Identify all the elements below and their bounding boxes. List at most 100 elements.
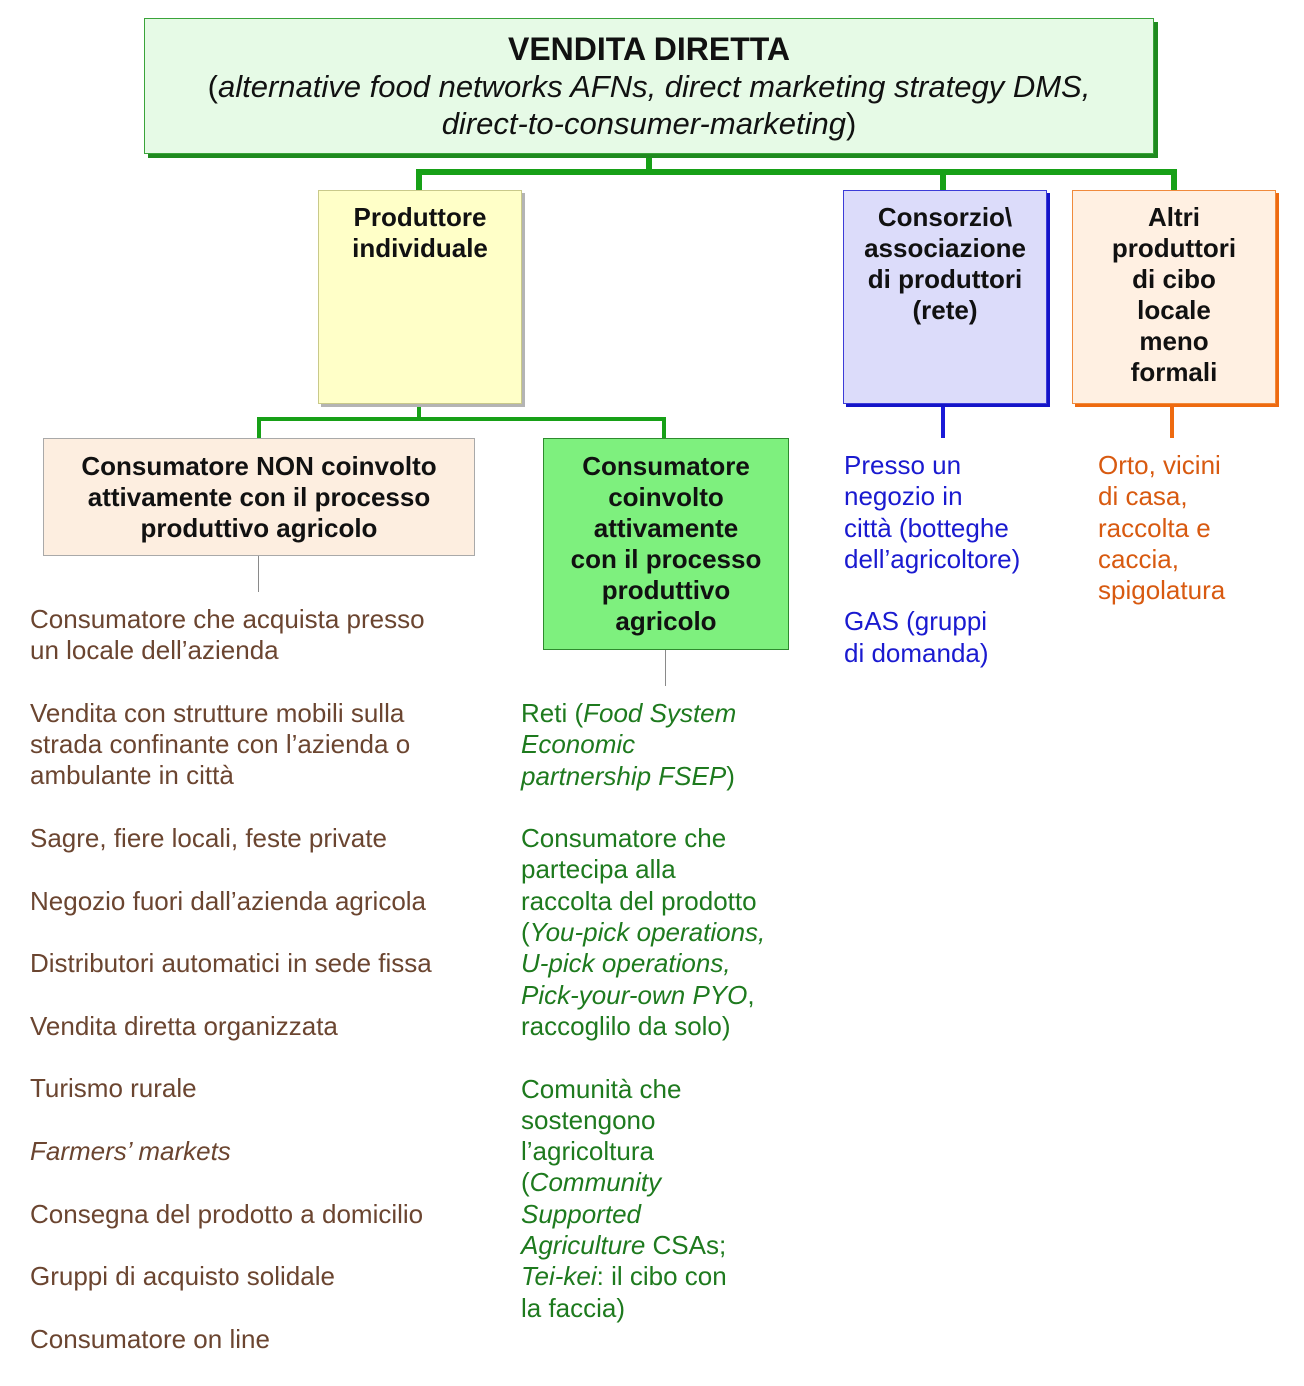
list-item-line: partnership FSEP) — [521, 761, 811, 792]
list-item-line: caccia, — [1098, 543, 1179, 574]
list-item-line: Comunità che — [521, 1073, 682, 1104]
root-node-vendita-diretta: VENDITA DIRETTA (alternative food networ… — [144, 18, 1154, 154]
list-item-line: (Community — [521, 1167, 811, 1198]
list-item: GAS (gruppi di domanda) — [844, 606, 1064, 669]
list-item-line: Tei-kei: il cibo con — [521, 1261, 811, 1292]
node-consortium-line2: associazione — [864, 233, 1026, 263]
list-consortium: Presso un negozio in città (botteghe del… — [844, 450, 1064, 700]
root-subtitle-italic-1: alternative food networks AFNs, direct m… — [217, 69, 1091, 104]
list-others: Orto, vicini di casa, raccolta e caccia,… — [1098, 450, 1298, 606]
node-others-line6: formali — [1130, 357, 1218, 387]
node-involved-line2: coinvolto — [608, 482, 724, 512]
root-title: VENDITA DIRETTA — [507, 31, 791, 67]
connector-individual-down — [417, 404, 421, 420]
list-item-line: Consumatore che acquista presso — [30, 604, 425, 634]
list-item: Reti (Food System Economic partnership F… — [521, 698, 811, 792]
list-item-line: raccolta e — [1098, 512, 1211, 543]
list-item-italic: Farmers’ markets — [30, 1136, 231, 1167]
text-fragment: Economic — [521, 729, 636, 760]
list-item-line: Economic — [521, 729, 811, 760]
list-item-line: Orto, vicini — [1098, 450, 1221, 480]
connector-to-non-involved — [257, 417, 261, 439]
connector-mid-horizontal — [257, 417, 666, 421]
text-fragment: Community — [529, 1167, 662, 1198]
list-item: Consumatore on line — [30, 1323, 270, 1354]
list-item-line: dell’agricoltore) — [844, 543, 1021, 574]
list-item-line: Agriculture CSAs; — [521, 1230, 811, 1261]
root-subtitle-italic-2: direct-to-consumer-marketing — [441, 106, 846, 141]
connector-to-involved — [662, 417, 666, 439]
connector-consortium-list — [941, 406, 945, 438]
list-item-line: Pick-your-own PYO, — [521, 980, 811, 1011]
text-fragment: You-pick operations, — [529, 917, 766, 948]
text-fragment: Supported — [521, 1198, 641, 1229]
connector-to-individual — [416, 169, 422, 191]
root-subtitle-line1: (alternative food networks AFNs, direct … — [145, 68, 1153, 105]
list-item: Comunità che sostengono l’agricoltura (C… — [521, 1074, 811, 1324]
list-item: Vendita diretta organizzata — [30, 1010, 338, 1041]
text-fragment: partnership FSEP — [521, 760, 727, 791]
node-others-line1: Altri — [1148, 202, 1200, 232]
node-altri-produttori: Altri produttori di cibo locale meno for… — [1072, 190, 1276, 404]
list-item: Vendita con strutture mobili sulla strad… — [30, 698, 500, 792]
node-involved-line5: produttivo — [601, 575, 731, 605]
text-fragment: : il cibo con — [596, 1261, 727, 1292]
list-item-line: GAS (gruppi — [844, 606, 988, 637]
list-item-line: di casa, — [1098, 481, 1188, 512]
text-fragment: Agriculture — [521, 1230, 646, 1261]
list-item-line: partecipa alla — [521, 854, 676, 885]
list-item-line: città (botteghe — [844, 512, 1009, 543]
node-others-line5: meno — [1139, 326, 1209, 356]
list-item-line: sostengono — [521, 1104, 656, 1135]
list-item-line: un locale dell’azienda — [30, 635, 279, 666]
text-fragment: CSAs; — [645, 1230, 727, 1261]
node-consumatore-non-coinvolto: Consumatore NON coinvolto attivamente co… — [43, 438, 475, 556]
text-fragment: U-pick operations, — [521, 948, 731, 979]
list-item: Distributori automatici in sede fissa — [30, 948, 432, 979]
list-item-line: raccolta del prodotto — [521, 885, 757, 916]
connector-non-involved-list — [258, 556, 259, 592]
list-item-line: Consumatore che — [521, 823, 727, 854]
list-item: Sagre, fiere locali, feste private — [30, 823, 387, 854]
connector-others-list — [1170, 406, 1174, 438]
node-non-involved-line3: produttivo agricolo — [140, 513, 378, 543]
list-item: Orto, vicini di casa, raccolta e caccia,… — [1098, 450, 1298, 606]
list-item-line: Presso un — [844, 450, 962, 480]
list-item-line: Vendita con strutture mobili sulla — [30, 697, 405, 728]
connector-to-others — [1171, 169, 1177, 191]
list-item: Consumatore che partecipa alla raccolta … — [521, 823, 811, 1042]
text-fragment: Food System — [583, 698, 737, 728]
connector-top-horizontal — [416, 169, 1177, 175]
text-fragment: ( — [521, 917, 530, 948]
node-others-line4: locale — [1137, 295, 1211, 325]
text-fragment: Pick-your-own PYO — [521, 979, 748, 1010]
connector-root-down — [646, 154, 652, 172]
list-item: Gruppi di acquisto solidale — [30, 1261, 335, 1292]
text-fragment: ( — [521, 1167, 530, 1198]
node-involved-line1: Consumatore — [582, 451, 750, 481]
list-item-line: Supported — [521, 1199, 811, 1230]
list-item: Negozio fuori dall’azienda agricola — [30, 885, 427, 916]
node-involved-line3: attivamente — [593, 513, 739, 543]
node-involved-line6: agricolo — [615, 606, 717, 636]
node-individual-line2: individuale — [352, 233, 488, 263]
root-subtitle-open: ( — [207, 69, 218, 104]
list-non-involved: Consumatore che acquista presso un local… — [30, 604, 500, 1386]
list-item: Consegna del prodotto a domicilio — [30, 1198, 424, 1229]
list-item-line: ambulante in città — [30, 760, 234, 791]
node-consortium-line4: (rete) — [912, 295, 978, 325]
list-item: Presso un negozio in città (botteghe del… — [844, 450, 1064, 575]
list-item: Turismo rurale — [30, 1073, 197, 1104]
node-consumatore-coinvolto: Consumatore coinvolto attivamente con il… — [543, 438, 789, 650]
node-others-line2: produttori — [1111, 233, 1237, 263]
list-item-line: (You-pick operations, — [521, 917, 811, 948]
list-item: Farmers’ markets — [30, 1136, 500, 1167]
node-individual-line1: Produttore — [353, 202, 487, 232]
list-item-line: raccoglilo da solo) — [521, 1010, 731, 1041]
list-item-line: di domanda) — [844, 637, 989, 668]
list-item-line: U-pick operations, — [521, 948, 811, 979]
node-non-involved-line1: Consumatore NON coinvolto — [81, 451, 437, 481]
node-others-line3: di cibo — [1132, 264, 1216, 294]
list-item-line: la faccia) — [521, 1292, 626, 1323]
root-subtitle-line2: direct-to-consumer-marketing) — [145, 105, 1153, 142]
